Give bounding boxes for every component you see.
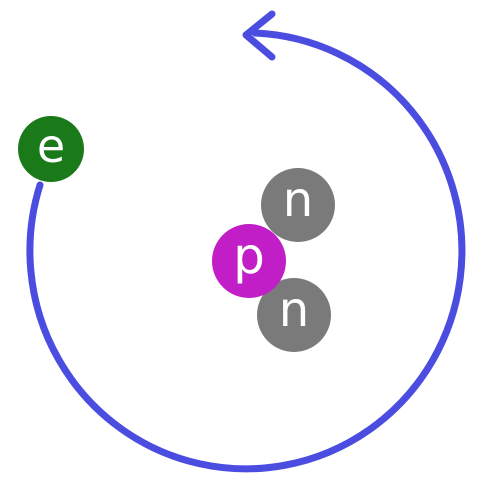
electron: e bbox=[18, 116, 84, 182]
neutron-bottom: n bbox=[257, 278, 331, 352]
electron-orbit-arc bbox=[26, 29, 466, 473]
proton-label: p bbox=[233, 227, 265, 285]
neutron-bottom-circle bbox=[257, 278, 331, 352]
neutron-top-label: n bbox=[283, 172, 313, 228]
electron-label: e bbox=[37, 119, 65, 173]
neutron-bottom-label: n bbox=[279, 282, 309, 338]
neutron-top: n bbox=[261, 168, 335, 242]
proton: p bbox=[212, 224, 286, 298]
proton-circle bbox=[212, 224, 286, 298]
neutron-top-circle bbox=[261, 168, 335, 242]
electron-circle bbox=[18, 116, 84, 182]
orbit-direction-arrowhead bbox=[242, 10, 276, 61]
